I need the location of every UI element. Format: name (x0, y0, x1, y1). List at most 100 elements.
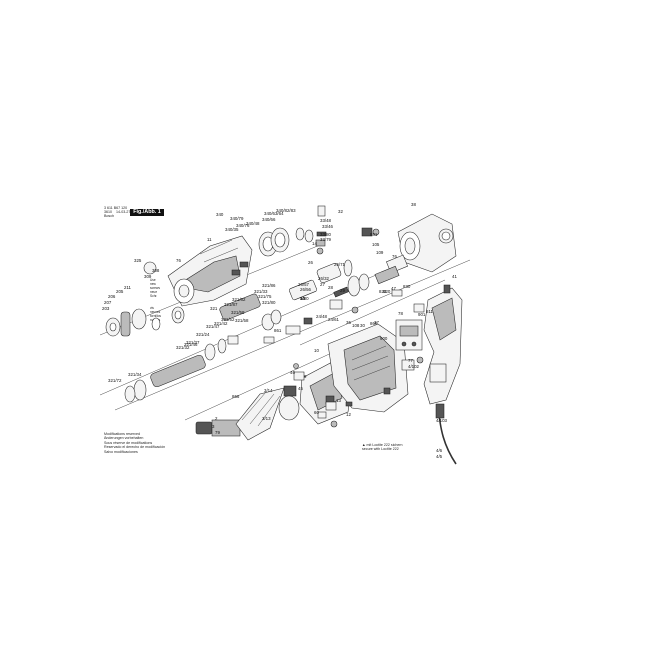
footer-line: Änderungen vorbehalten (104, 436, 144, 441)
footer-line: Modifications reserved (104, 432, 140, 436)
capacitor (429, 363, 447, 383)
callout-label: 321/87 (224, 302, 238, 307)
note-line: neue (150, 290, 158, 294)
armature (195, 385, 300, 441)
callout-label: 900 (380, 336, 388, 341)
spring-ring (143, 261, 157, 275)
figure-label: Fig./Abb. 1 (130, 209, 164, 216)
callout-label: 45 (298, 386, 303, 391)
callout-label: 76 (176, 258, 181, 263)
callout-label: 321/58 (231, 310, 245, 315)
callout-label: 3/80 (300, 296, 309, 301)
callout-label: 32 (338, 209, 343, 214)
callout-label: 24/61 (328, 317, 340, 322)
switch-knob (317, 205, 326, 217)
callout-label: 3/14 (264, 388, 273, 393)
o-ring (270, 309, 282, 325)
callout-label: 861 (274, 328, 282, 333)
callout-label: 12 (346, 412, 351, 417)
motor-housing (327, 323, 409, 413)
dust-cap-bore (109, 322, 117, 332)
bearing-ring (347, 275, 361, 297)
handle-grip (431, 297, 457, 341)
callout-label: 321/32 (176, 345, 190, 350)
locking-sleeve (120, 311, 131, 337)
clip-part (315, 239, 326, 247)
note-line: tornillos (150, 314, 161, 318)
callout-label: 811 (426, 309, 434, 314)
sleeve-ring (131, 308, 147, 330)
callout-label: 823 (379, 289, 387, 294)
loctite-line: ▲ mit Loctite 222 sichern (362, 443, 403, 447)
doc-number: 3 611 B67 120 (104, 206, 128, 210)
housing-detail (175, 255, 241, 293)
lock-button (361, 227, 373, 237)
fan-bearing (283, 385, 297, 397)
note-line: neuves (150, 310, 161, 314)
callout-label: 13 (336, 398, 341, 403)
lever (263, 336, 275, 344)
callout-label: 77 (408, 358, 413, 363)
callout-label: 3 (212, 424, 215, 429)
note-line: screws (150, 286, 160, 290)
callout-label: 37 (374, 320, 379, 325)
note-line: Schr. (150, 294, 158, 298)
switch-trigger (413, 303, 425, 313)
callout-label: 9 (304, 374, 307, 379)
note-line: new (150, 282, 156, 286)
callout-label: 321/58 (235, 318, 249, 323)
callout-label: 206 (108, 294, 116, 299)
callout-label: 10 (300, 296, 305, 301)
callout-label: 321/24 (196, 332, 210, 337)
callout-label: 46 (290, 370, 295, 375)
callout-labels: 340340/79340/76340/48340/66340/63/64340/… (102, 202, 457, 459)
callout-label: 340/82/83 (276, 208, 296, 213)
callout-label: 47 (391, 286, 396, 291)
callout-label: 321/86 (262, 283, 276, 288)
callout-label: 28 (328, 285, 333, 290)
doc-code: 3610 (104, 210, 112, 214)
gear-housing (167, 235, 253, 307)
callout-label: 309 (144, 274, 152, 279)
callout-label: 29 (340, 288, 345, 293)
hammer-mechanism (219, 259, 359, 344)
spindle-assembly (124, 335, 239, 403)
callout-label: 830 (403, 284, 411, 289)
callout-label: 33/48 (320, 218, 332, 223)
housing-vents (343, 335, 397, 401)
callout-label: 10 (314, 348, 319, 353)
callout-label: 38 (411, 202, 416, 207)
callout-label: 321/34 (128, 372, 142, 377)
callout-label: 881 (370, 232, 378, 237)
callout-label: 325 (134, 258, 142, 263)
footer-notes: Modifications reserved Änderungen vorbeh… (104, 432, 165, 454)
note-line: Use (150, 278, 156, 282)
new-screws-note: Use new screws neue Schr. (150, 278, 160, 298)
callout-label: 340/66 (262, 217, 276, 222)
callout-label: 33/80 (320, 232, 332, 237)
callout-label: 203 (102, 306, 110, 311)
callout-label: 340 (216, 212, 224, 217)
callout-label: 865 (370, 321, 378, 326)
callout-label: 54 (300, 296, 305, 301)
spindle-ring (133, 379, 147, 401)
footer-line: Reservado el derecho de modificación (104, 445, 166, 450)
callout-label: 105 (372, 242, 380, 247)
callout-label: 2 (215, 416, 218, 421)
callout-label: 14 (312, 241, 317, 246)
callout-label: 79 (215, 430, 220, 435)
washer (295, 227, 305, 241)
callout-label: 308 (152, 268, 160, 273)
callout-label: 4/103 (436, 418, 448, 423)
spindle-ring (204, 343, 216, 361)
loctite-note: ▲ mit Loctite 222 sichern secure with Lo… (362, 443, 403, 452)
callout-label: 321 (210, 306, 218, 311)
callout-label: 33/46 (322, 224, 334, 229)
housing-screw (239, 261, 249, 268)
washer (151, 317, 161, 331)
callout-label: 26 (308, 260, 313, 265)
callout-label: 321/72 (108, 378, 122, 383)
callout-label: 321/80 (262, 300, 276, 305)
seal-ring (343, 259, 353, 277)
